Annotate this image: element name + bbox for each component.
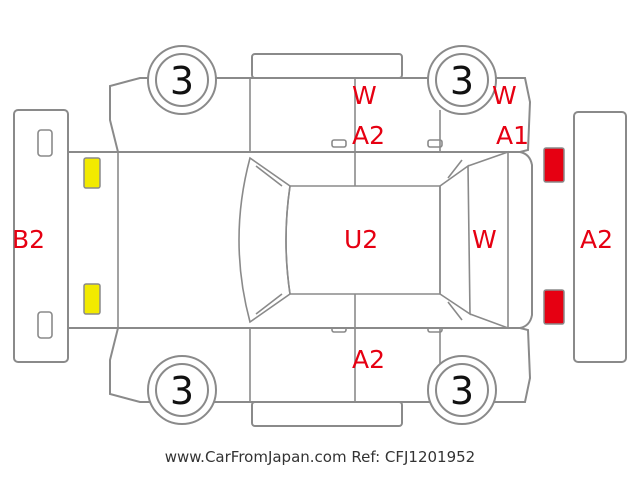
wheel-rear-bottom: 3 [147,355,217,425]
front-bumper [573,111,627,363]
code-windshield: W [472,225,497,254]
rear-lamp-marker-top [83,157,101,189]
code-top-fender-w: W [492,81,517,110]
code-front-bumper: A2 [580,225,613,254]
code-top-fender-a: A1 [496,121,529,150]
wheel-front-top: 3 [427,45,497,115]
wheel-front-top-count: 3 [450,59,474,103]
front-lamp-marker-bottom [543,289,565,325]
code-rear-bumper: B2 [12,225,45,254]
wheel-front-bottom: 3 [427,355,497,425]
wheel-rear-top-count: 3 [170,59,194,103]
wheel-rear-bottom-count: 3 [170,369,194,413]
code-top-door-a: A2 [352,121,385,150]
wheel-front-bottom-count: 3 [450,369,474,413]
code-top-door-w: W [352,81,377,110]
rear-lamp-marker-bottom [83,283,101,315]
wheel-rear-top: 3 [147,45,217,115]
code-bottom-door: A2 [352,345,385,374]
reference-caption: www.CarFromJapan.com Ref: CFJ1201952 [164,448,476,466]
code-roof: U2 [344,225,378,254]
car-body-top-view [67,150,533,330]
front-lamp-marker-top [543,147,565,183]
